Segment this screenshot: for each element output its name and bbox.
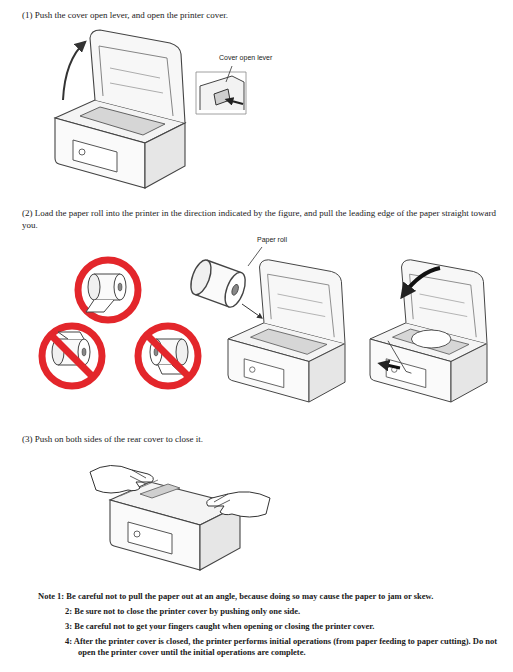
correct-orientation: [0, 13, 138, 320]
close-arrow: [404, 268, 440, 294]
printer-open: [55, 30, 185, 188]
note-text: 4: After the printer cover is closed, th…: [65, 636, 508, 659]
printer-closed: [110, 480, 240, 570]
note-text: 2: Be sure not to close the printer cove…: [65, 606, 508, 617]
hand: [90, 465, 153, 493]
wrong-orientation: [42, 326, 102, 386]
lever-detail: [196, 66, 246, 114]
callout-label: Paper roll: [257, 235, 317, 244]
pull-arrow: [382, 364, 400, 368]
step-text: (2) Load the paper roll into the printer…: [22, 207, 502, 231]
printer-loaded: [370, 260, 487, 402]
step-text: (1) Push the cover open lever, and open …: [22, 9, 502, 21]
note-text: 3: Be careful not to get your fingers ca…: [65, 621, 508, 632]
callout-label: Cover open lever: [219, 53, 309, 62]
hand: [207, 492, 270, 517]
note-text: Note 1: Be careful not to pull the paper…: [38, 591, 508, 602]
wrong-orientation: [138, 326, 198, 386]
paper-roll: [187, 247, 262, 318]
step-text: (3) Push on both sides of the rear cover…: [22, 433, 502, 445]
